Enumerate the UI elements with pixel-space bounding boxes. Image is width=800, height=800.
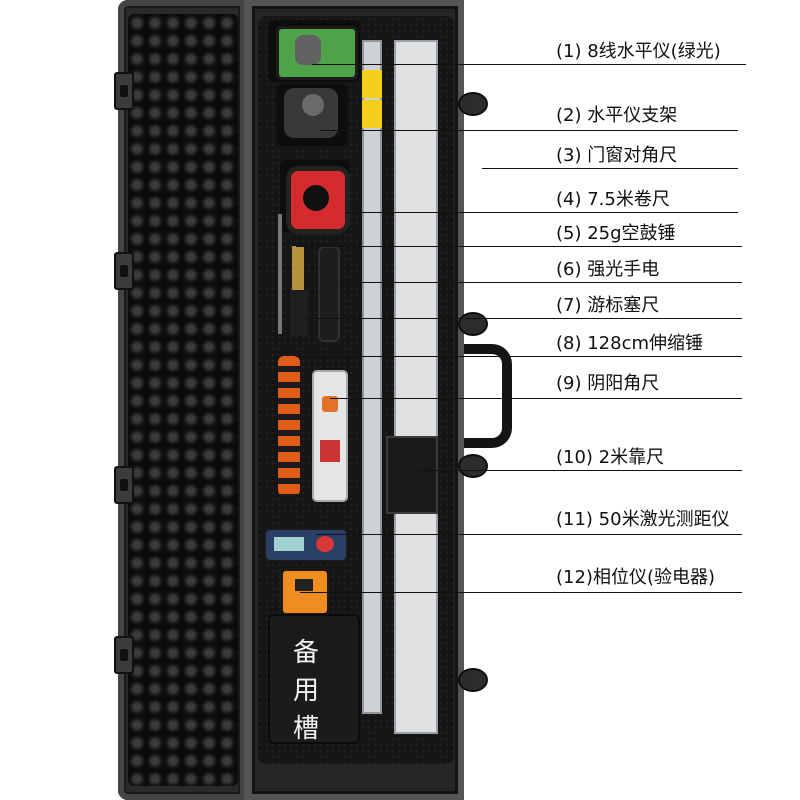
hinge: [114, 72, 134, 110]
case-handle: [464, 344, 512, 448]
leader-line: [306, 318, 742, 319]
spare-slot-char: 用: [292, 676, 319, 706]
leader-line: [296, 246, 742, 247]
spare-slot: [268, 614, 360, 744]
laser-rangefinder: [264, 528, 348, 562]
feeler-gauge: [290, 290, 308, 336]
latch: [458, 668, 488, 692]
leader-line: [482, 168, 738, 169]
leader-line: [418, 470, 742, 471]
hinge: [114, 252, 134, 290]
ruler-marker: [362, 100, 382, 128]
tape-center: [303, 185, 329, 211]
label-straightedge: (10) 2米靠尺: [556, 447, 665, 468]
telescopic-hammer: [278, 356, 300, 496]
leader-line: [320, 130, 738, 131]
label-telescopic-hammer: (8) 128cm伸缩锤: [556, 333, 704, 354]
label-tape-measure: (4) 7.5米卷尺: [556, 189, 670, 210]
case-lid: [118, 0, 252, 800]
corner-square: [312, 370, 348, 502]
lid-foam: [128, 14, 238, 786]
leader-line: [312, 64, 746, 65]
ruler-marker: [362, 70, 382, 98]
leader-line: [296, 356, 742, 357]
label-level-bracket: (2) 水平仪支架: [556, 105, 678, 126]
label-phase-tester: (12)相位仪(验电器): [556, 567, 715, 588]
laser-level: [276, 26, 358, 80]
spare-slot-char: 槽: [292, 714, 319, 744]
bracket-knob: [302, 94, 324, 116]
label-diagonal-ruler: (3) 门窗对角尺: [556, 145, 678, 166]
leader-line: [346, 212, 738, 213]
leader-line: [316, 534, 742, 535]
spare-slot-char: 备: [292, 638, 319, 668]
hollow-drum-hammer: [278, 214, 282, 334]
label-drum-hammer: (5) 25g空鼓锤: [556, 223, 676, 244]
two-meter-straightedge: [394, 40, 438, 734]
latch: [458, 92, 488, 116]
hinge: [114, 466, 134, 504]
latch: [458, 312, 488, 336]
level-bracket: [284, 88, 338, 138]
label-laser-level: (1) 8线水平仪(绿光): [556, 41, 721, 62]
laser-lens: [295, 35, 321, 65]
flashlight: [318, 246, 340, 342]
brass-tool: [292, 246, 304, 294]
label-flashlight: (6) 强光手电: [556, 259, 660, 280]
leader-line: [330, 398, 742, 399]
latch: [458, 454, 488, 478]
leader-line: [300, 592, 742, 593]
label-corner-square: (9) 阴阳角尺: [556, 373, 660, 394]
straightedge-clamp: [386, 436, 438, 514]
label-rangefinder: (11) 50米激光测距仪: [556, 509, 730, 530]
hinge: [114, 636, 134, 674]
tape-measure: [286, 166, 350, 234]
diagonal-ruler: [362, 40, 382, 714]
leader-line: [340, 282, 742, 283]
label-feeler-gauge: (7) 游标塞尺: [556, 295, 660, 316]
